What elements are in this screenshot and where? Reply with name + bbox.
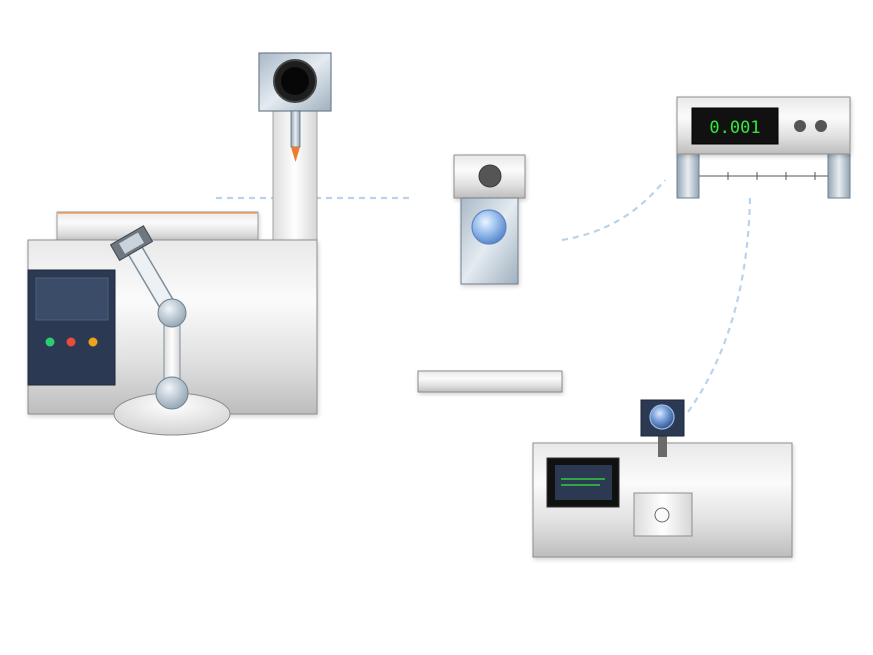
meter-knob-2[interactable] xyxy=(815,120,827,132)
camera-lens-icon xyxy=(649,404,675,430)
amber-status-light xyxy=(88,337,98,347)
analyzer-unit xyxy=(532,399,793,558)
meter-right-leg xyxy=(827,152,851,199)
nozzle xyxy=(290,110,301,148)
sample-slide xyxy=(417,370,563,393)
robot-arm-elbow-joint xyxy=(157,298,187,328)
meter-readout: 0.001 xyxy=(709,118,760,138)
dispensing-machine xyxy=(27,52,332,436)
green-status-light xyxy=(45,337,55,347)
machine-top-plate xyxy=(56,211,259,243)
knob-icon xyxy=(478,164,502,188)
red-status-light xyxy=(66,337,76,347)
connector-line-meter-to-analyzer xyxy=(687,197,752,413)
nozzle-tip xyxy=(291,147,300,162)
digital-meter: 0.001 xyxy=(676,96,851,199)
analyzer-monitor-screen xyxy=(555,465,612,500)
connector-line-sensor-to-meter xyxy=(561,179,666,242)
meter-display xyxy=(691,107,779,145)
control-panel-screen xyxy=(35,277,109,321)
connector-lines xyxy=(216,179,752,413)
robot-arm-base-joint xyxy=(155,376,189,410)
glass-lens-icon xyxy=(471,209,507,245)
sample-port[interactable] xyxy=(654,507,670,523)
optical-sensor xyxy=(453,154,526,285)
meter-knob-1[interactable] xyxy=(794,120,806,132)
meter-scale-ticks xyxy=(727,172,816,180)
meter-left-leg xyxy=(676,152,700,199)
robot-arm-gripper xyxy=(109,225,154,262)
analyzer-camera-post xyxy=(658,436,667,457)
